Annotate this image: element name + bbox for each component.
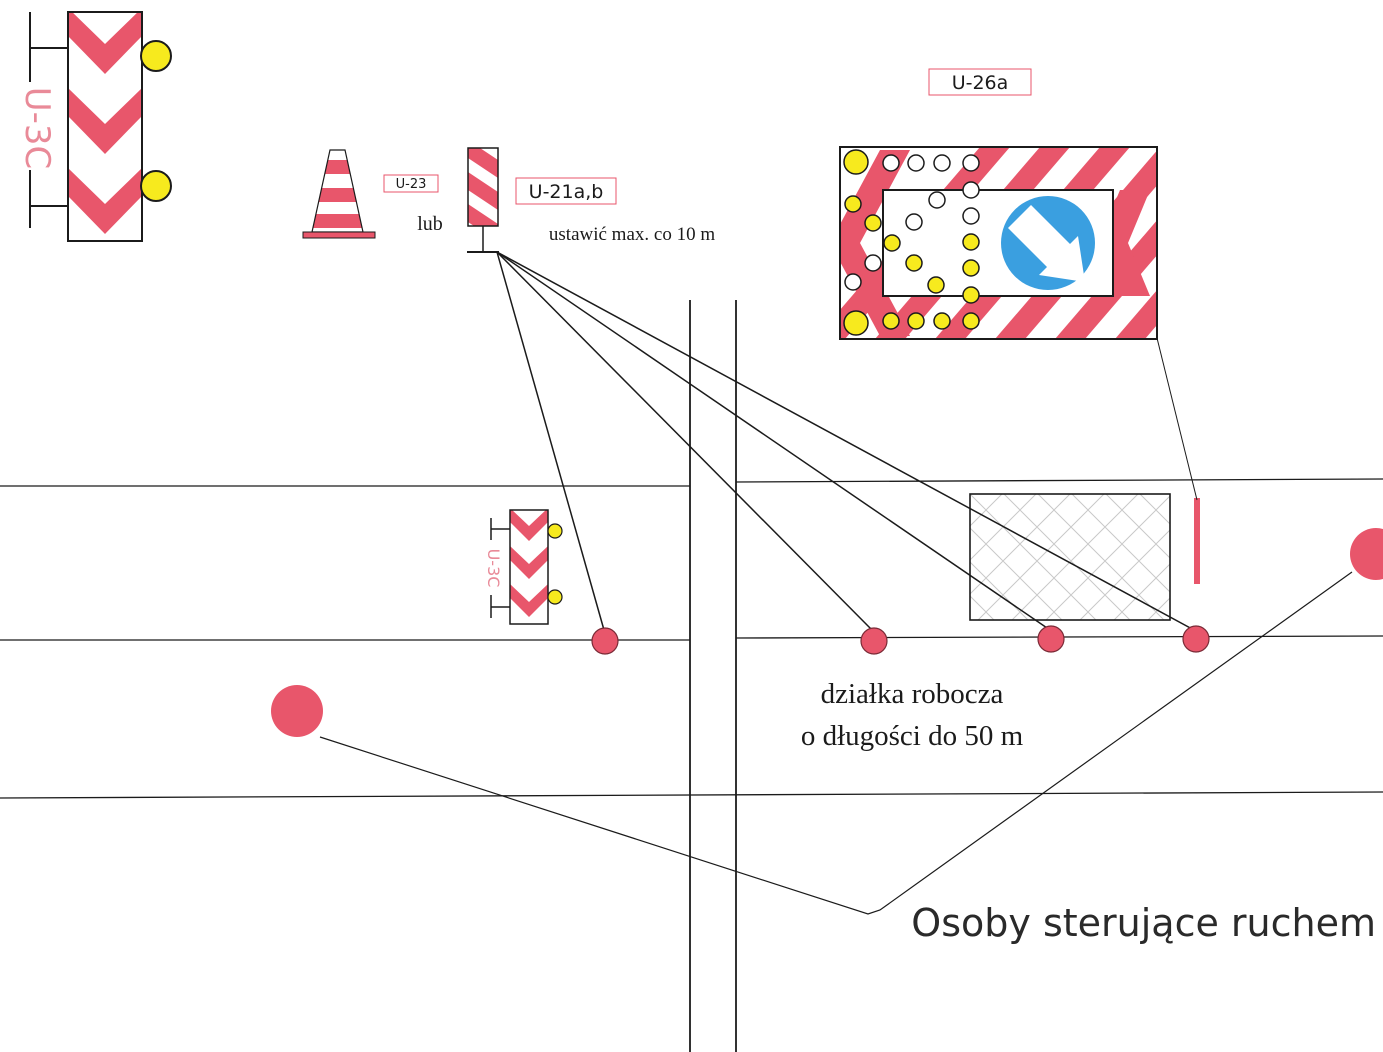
road — [0, 300, 1383, 1052]
traffic-controller-marker — [271, 685, 323, 737]
u26a-label: U-26a — [952, 72, 1009, 94]
leader-u21-to-post-4 — [496, 251, 1195, 631]
lamp-icon — [962, 181, 980, 199]
lamp-icon — [962, 312, 980, 330]
lamp-icon — [844, 273, 862, 291]
post-marker — [1182, 625, 1210, 653]
spacing-note: ustawić max. co 10 m — [549, 224, 715, 245]
lamp-icon — [933, 312, 951, 330]
lamp-icon — [927, 276, 945, 294]
arrow-down-right-icon — [1008, 205, 1085, 282]
lamp-icon — [962, 207, 980, 225]
lamp-icon — [962, 286, 980, 304]
u21-label: U-21a,b — [529, 181, 604, 203]
lamp-icon — [883, 234, 901, 252]
u26a-arrow-board — [839, 146, 1158, 340]
post-marker — [1037, 625, 1065, 653]
u23-label: U-23 — [396, 177, 427, 192]
road-edge-top-right — [735, 478, 1383, 483]
u21-post-sign — [467, 147, 499, 253]
lamp-icon — [843, 310, 869, 336]
lamp-icon — [907, 312, 925, 330]
road-edge-bottom — [0, 791, 1383, 799]
u26a-road-marker — [1194, 498, 1200, 584]
u3c-small-label: U-3C — [484, 549, 503, 588]
lamp-icon — [843, 149, 869, 175]
lamp-icon — [864, 214, 882, 232]
warning-lamp-icon — [140, 170, 172, 202]
traffic-controller-marker — [1350, 528, 1383, 580]
lub-label: lub — [417, 213, 443, 235]
lamp-icon — [962, 233, 980, 251]
u21-label-box — [515, 177, 617, 205]
leader-controllers — [319, 571, 1353, 915]
lamp-icon — [844, 195, 862, 213]
lamp-icon — [905, 213, 923, 231]
lamp-icon — [882, 312, 900, 330]
u3c-small-sign: U-3C — [484, 509, 563, 625]
work-zone-label-line1: działka robocza — [821, 678, 1004, 710]
post-marker — [860, 627, 888, 655]
warning-lamp-icon — [140, 40, 172, 72]
u3c-large-sign: U-3C — [17, 11, 172, 242]
traffic-controllers-label: Osoby sterujące ruchem — [911, 901, 1376, 945]
u23-cone-icon — [302, 149, 376, 239]
leader-u21-to-post-2 — [496, 251, 873, 631]
leader-u26a-to-road — [1156, 337, 1198, 501]
warning-lamp-icon — [547, 589, 563, 605]
posts — [271, 528, 1383, 737]
u26a-label-box — [928, 68, 1032, 96]
lamp-icon — [933, 154, 951, 172]
lamp-icon — [864, 254, 882, 272]
lamp-icon — [962, 154, 980, 172]
u3c-large-label: U-3C — [17, 87, 57, 170]
u23-label-box — [383, 174, 439, 193]
leader-lines — [319, 251, 1353, 915]
lamp-icon — [905, 254, 923, 272]
lamp-icon — [907, 154, 925, 172]
warning-lamp-icon — [547, 523, 563, 539]
leader-u21-to-post-3 — [496, 251, 1051, 631]
leader-u21-to-post-1 — [496, 251, 605, 631]
lamp-icon — [882, 154, 900, 172]
work-zone-label-line2: o długości do 50 m — [801, 720, 1024, 752]
lamp-icon — [962, 259, 980, 277]
post-marker — [591, 627, 619, 655]
lamp-icon — [928, 191, 946, 209]
